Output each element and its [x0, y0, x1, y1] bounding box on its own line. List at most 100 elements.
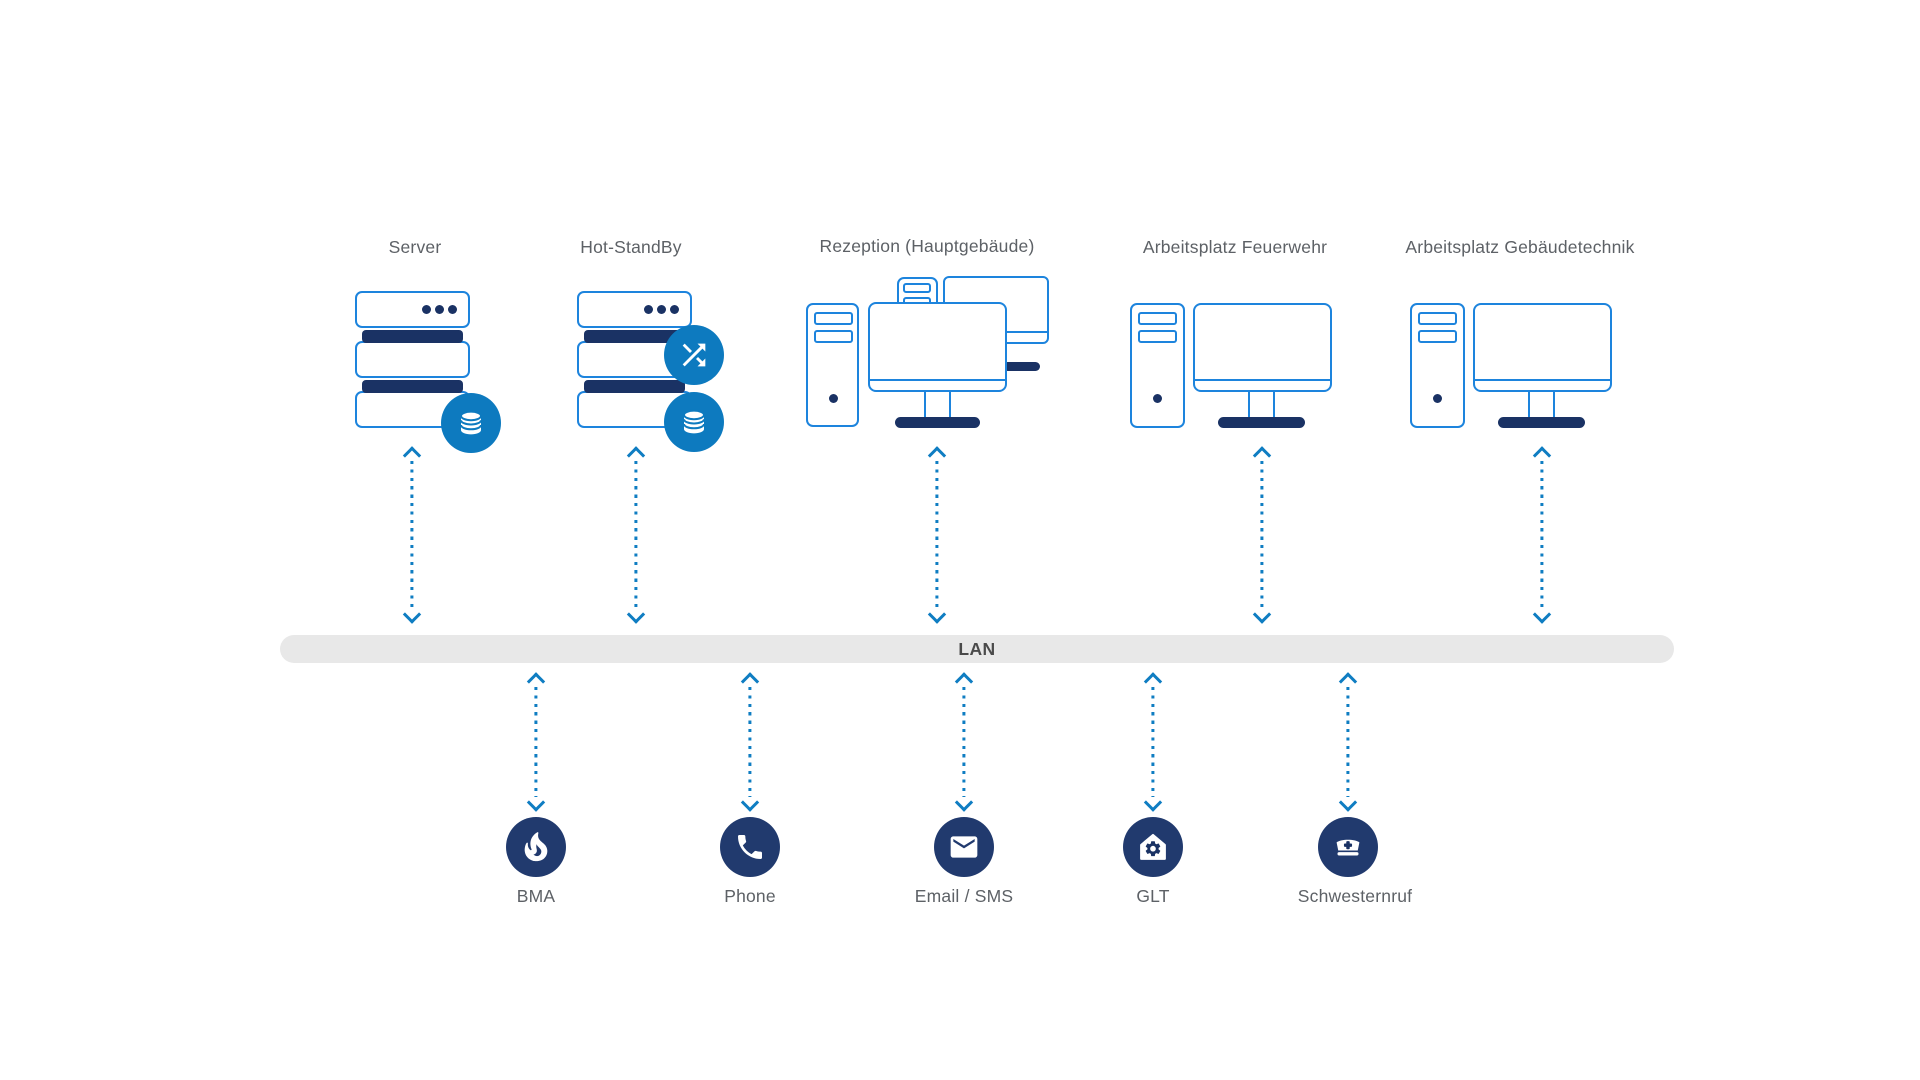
gebaeudetechnik-label: Arbeitsplatz Gebäudetechnik: [1405, 237, 1635, 257]
server-led: [657, 305, 666, 314]
sync-badge: [664, 325, 724, 385]
arrow-down-icon: [954, 793, 974, 812]
database-badge: [664, 392, 724, 452]
server-led: [435, 305, 444, 314]
monitor: [1473, 303, 1612, 392]
dotted-arrow: [622, 446, 650, 624]
power-button: [829, 394, 838, 403]
dotted-arrow: [1139, 672, 1167, 812]
server-led: [422, 305, 431, 314]
monitor-bezel-line: [1195, 379, 1330, 381]
power-button: [1153, 394, 1162, 403]
home-gear-icon: [1140, 833, 1166, 860]
dotted-line: [1346, 687, 1350, 797]
drive-slot: [1138, 330, 1177, 343]
dotted-arrow: [950, 672, 978, 812]
server-divider: [362, 380, 463, 393]
server-led: [448, 305, 457, 314]
arrow-down-icon: [740, 793, 760, 812]
database-badge: [441, 393, 501, 453]
feuerwehr-workstation-icon: [1130, 303, 1332, 428]
server-led: [644, 305, 653, 314]
drive-slot: [814, 312, 853, 325]
arrow-down-icon: [526, 793, 546, 812]
bma-label: BMA: [516, 886, 556, 906]
monitor-stand: [1248, 392, 1275, 418]
arrow-down-icon: [1532, 605, 1552, 624]
dotted-arrow: [522, 672, 550, 812]
dotted-line: [935, 461, 939, 609]
monitor: [868, 302, 1007, 392]
monitor-base: [895, 417, 980, 428]
phone-endpoint: [720, 817, 780, 877]
server-label: Server: [388, 237, 442, 257]
bma-endpoint: [506, 817, 566, 877]
nurse-cap-icon: [1336, 839, 1360, 856]
gebaeudetechnik-workstation-icon: [1410, 303, 1612, 428]
schwesternruf-endpoint: [1318, 817, 1378, 877]
arrow-down-icon: [1252, 605, 1272, 624]
dotted-line: [1260, 461, 1264, 609]
glt-label: GLT: [1136, 886, 1170, 906]
pc-tower: [1130, 303, 1185, 428]
arrow-down-icon: [1143, 793, 1163, 812]
dotted-line: [1540, 461, 1544, 609]
dotted-arrow: [923, 446, 951, 624]
dotted-arrow: [736, 672, 764, 812]
email-sms-endpoint: [934, 817, 994, 877]
drive-slot: [903, 283, 931, 293]
schwesternruf-label: Schwesternruf: [1297, 886, 1413, 906]
feuerwehr-label: Arbeitsplatz Feuerwehr: [1142, 237, 1328, 257]
arrow-down-icon: [1338, 793, 1358, 812]
envelope-icon: [950, 836, 978, 858]
dotted-arrow: [1528, 446, 1556, 624]
monitor-bezel-line: [1475, 379, 1610, 381]
monitor-bezel-line: [870, 379, 1005, 381]
monitor-stand: [924, 392, 951, 418]
rezeption-workstation-icon: [806, 276, 1049, 428]
phone-icon: [738, 835, 762, 859]
lan-label: LAN: [958, 638, 996, 659]
pc-tower: [806, 303, 859, 427]
database-icon: [460, 410, 482, 435]
server-divider: [584, 380, 685, 393]
server-divider: [362, 330, 463, 343]
monitor: [1193, 303, 1332, 392]
server-icon: [355, 291, 501, 453]
hot-standby-icon: [577, 291, 724, 452]
drive-slot: [814, 330, 853, 343]
monitor-base: [1218, 417, 1305, 428]
dotted-line: [962, 687, 966, 797]
dotted-line: [634, 461, 638, 609]
database-icon: [683, 409, 705, 434]
server-divider: [584, 330, 685, 343]
lan-bus: LAN: [280, 635, 1674, 663]
rezeption-label: Rezeption (Hauptgebäude): [819, 236, 1035, 256]
arrow-down-icon: [626, 605, 646, 624]
monitor-stand: [1528, 392, 1555, 418]
email-sms-label: Email / SMS: [914, 886, 1014, 906]
dotted-arrow: [1248, 446, 1276, 624]
flame-icon: [524, 832, 548, 862]
power-button: [1433, 394, 1442, 403]
dotted-line: [410, 461, 414, 609]
dotted-arrow: [398, 446, 426, 624]
monitor-base: [1498, 417, 1585, 428]
shuffle-icon: [682, 343, 706, 367]
drive-slot: [1418, 330, 1457, 343]
server-led: [670, 305, 679, 314]
drive-slot: [1138, 312, 1177, 325]
dotted-line: [748, 687, 752, 797]
pc-tower: [1410, 303, 1465, 428]
hot-standby-label: Hot-StandBy: [580, 237, 682, 257]
arrow-down-icon: [402, 605, 422, 624]
dotted-line: [1151, 687, 1155, 797]
drive-slot: [1418, 312, 1457, 325]
dotted-line: [534, 687, 538, 797]
glt-endpoint: [1123, 817, 1183, 877]
back-monitor-stand: [1003, 362, 1040, 371]
server-unit: [355, 341, 470, 378]
phone-label: Phone: [724, 886, 776, 906]
dotted-arrow: [1334, 672, 1362, 812]
